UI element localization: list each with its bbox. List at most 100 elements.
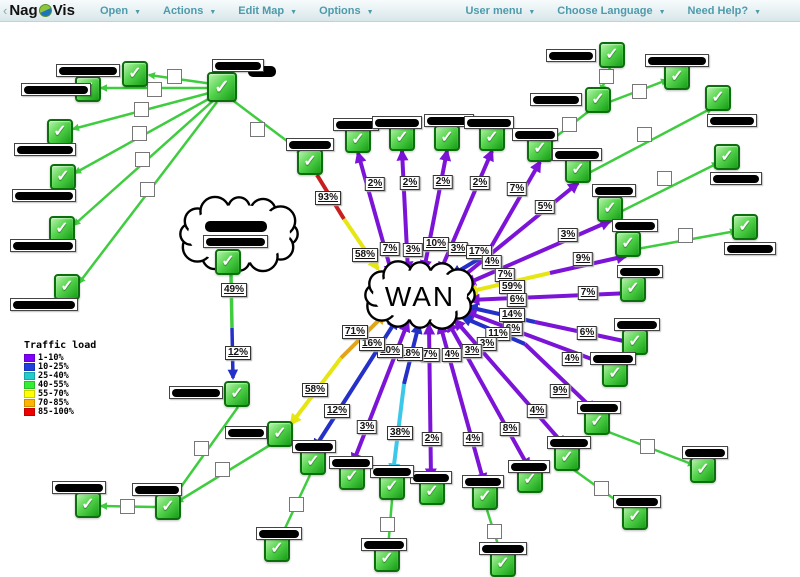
back-arrow-icon[interactable]: ‹ <box>3 3 8 18</box>
link-anchor-box[interactable] <box>147 82 162 97</box>
host-status-icon[interactable]: ✓ <box>267 421 293 447</box>
host-label-redacted[interactable] <box>614 318 660 331</box>
link-line-segment[interactable] <box>617 161 720 215</box>
host-label-redacted[interactable] <box>479 542 527 555</box>
host-label-redacted[interactable] <box>707 114 757 127</box>
host-label-redacted[interactable] <box>56 64 120 77</box>
link-anchor-box[interactable] <box>120 499 135 514</box>
host-label-redacted[interactable] <box>462 475 504 488</box>
link-anchor-box[interactable] <box>250 122 265 137</box>
link-anchor-box[interactable] <box>132 126 147 141</box>
host-status-icon[interactable]: ✓ <box>50 164 76 190</box>
host-label-redacted[interactable] <box>512 128 558 141</box>
link-anchor-box[interactable] <box>380 517 395 532</box>
host-status-icon[interactable]: ✓ <box>599 42 625 68</box>
link-load-label[interactable]: 10% <box>422 237 450 251</box>
host-status-icon[interactable]: ✓ <box>47 119 73 145</box>
link-load-label[interactable]: 3% <box>461 344 483 358</box>
link-load-label[interactable]: 7% <box>379 242 401 256</box>
host-label-redacted[interactable] <box>225 426 267 439</box>
host-label-redacted[interactable] <box>256 527 302 540</box>
link-line-segment[interactable] <box>419 148 452 273</box>
link-anchor-box[interactable] <box>487 524 502 539</box>
link-load-label[interactable]: 4% <box>481 255 503 269</box>
host-label-redacted[interactable] <box>12 189 76 202</box>
link-anchor-box[interactable] <box>194 441 209 456</box>
host-label-redacted[interactable] <box>52 481 106 494</box>
link-load-label[interactable]: 59% <box>498 280 526 294</box>
link-load-label[interactable]: 4% <box>462 432 484 446</box>
host-label-redacted[interactable] <box>592 184 636 197</box>
menu-item-options[interactable]: Options▼ <box>319 4 374 17</box>
host-label-redacted[interactable] <box>361 538 407 551</box>
host-label-redacted[interactable] <box>590 352 636 365</box>
link-anchor-box[interactable] <box>599 69 614 84</box>
link-load-label[interactable]: 2% <box>421 432 443 446</box>
menu-item-need-help[interactable]: Need Help?▼ <box>687 4 761 17</box>
link-load-label[interactable]: 3% <box>356 420 378 434</box>
host-label-redacted[interactable] <box>10 298 78 311</box>
link-load-label[interactable]: 12% <box>224 346 252 360</box>
host-status-icon[interactable]: ✓ <box>585 87 611 113</box>
host-label-redacted[interactable] <box>613 495 661 508</box>
host-label-redacted[interactable] <box>617 265 663 278</box>
host-status-icon[interactable]: ✓ <box>224 381 250 407</box>
link-anchor-box[interactable] <box>594 481 609 496</box>
link-load-label[interactable]: 49% <box>220 283 248 297</box>
host-label-redacted[interactable] <box>645 54 709 67</box>
link-anchor-box[interactable] <box>289 497 304 512</box>
host-label-redacted[interactable] <box>329 456 373 469</box>
host-status-icon[interactable]: ✓ <box>297 149 323 175</box>
link-load-label[interactable]: 8% <box>499 422 521 436</box>
host-label-redacted[interactable] <box>372 116 422 129</box>
host-status-icon[interactable]: ✓ <box>690 457 716 483</box>
link-load-label[interactable]: 58% <box>301 383 329 397</box>
host-label-redacted[interactable] <box>21 83 91 96</box>
link-anchor-box[interactable] <box>134 102 149 117</box>
host-label-redacted[interactable] <box>612 219 658 232</box>
host-label-redacted[interactable] <box>464 116 514 129</box>
host-label-redacted[interactable] <box>577 401 621 414</box>
link-anchor-box[interactable] <box>135 152 150 167</box>
host-label-redacted[interactable] <box>132 483 182 496</box>
wan-cloud[interactable] <box>364 260 476 330</box>
menu-item-user-menu[interactable]: User menu▼ <box>465 4 536 17</box>
host-status-icon[interactable]: ✓ <box>122 61 148 87</box>
host-label-redacted[interactable] <box>286 138 334 151</box>
link-line-segment[interactable] <box>463 219 613 286</box>
link-load-label[interactable]: 3% <box>557 228 579 242</box>
link-load-label[interactable]: 4% <box>441 348 463 362</box>
link-load-label[interactable]: 6% <box>576 326 598 340</box>
menu-item-edit-map[interactable]: Edit Map▼ <box>238 4 298 17</box>
link-anchor-box[interactable] <box>632 84 647 99</box>
menu-item-open[interactable]: Open▼ <box>99 4 141 17</box>
link-load-label[interactable]: 38% <box>386 426 414 440</box>
link-anchor-box[interactable] <box>562 117 577 132</box>
link-load-label[interactable]: 9% <box>549 384 571 398</box>
host-status-icon[interactable]: ✓ <box>732 214 758 240</box>
link-load-label[interactable]: 14% <box>498 308 526 322</box>
host-status-icon[interactable]: ✓ <box>75 492 101 518</box>
host-status-icon[interactable]: ✓ <box>207 72 237 102</box>
host-label-redacted[interactable] <box>724 242 776 255</box>
menu-item-choose-language[interactable]: Choose Language▼ <box>557 4 666 17</box>
menu-item-actions[interactable]: Actions▼ <box>163 4 217 17</box>
host-label-redacted[interactable] <box>547 436 591 449</box>
host-label-redacted[interactable] <box>710 172 762 185</box>
link-load-label[interactable]: 2% <box>469 176 491 190</box>
host-label-redacted[interactable] <box>552 148 602 161</box>
host-label-redacted[interactable] <box>212 59 264 72</box>
host-label-redacted[interactable] <box>530 93 582 106</box>
host-label-redacted[interactable] <box>410 471 452 484</box>
host-status-icon[interactable]: ✓ <box>215 249 241 275</box>
host-label-redacted[interactable] <box>169 386 223 399</box>
host-status-icon[interactable]: ✓ <box>620 276 646 302</box>
link-load-label[interactable]: 7% <box>577 286 599 300</box>
host-label-redacted[interactable] <box>333 118 379 131</box>
host-status-icon[interactable]: ✓ <box>705 85 731 111</box>
host-status-icon[interactable]: ✓ <box>615 231 641 257</box>
link-load-label[interactable]: 2% <box>364 177 386 191</box>
link-load-label[interactable]: 5% <box>534 200 556 214</box>
link-anchor-box[interactable] <box>637 127 652 142</box>
link-load-label[interactable]: 4% <box>561 352 583 366</box>
